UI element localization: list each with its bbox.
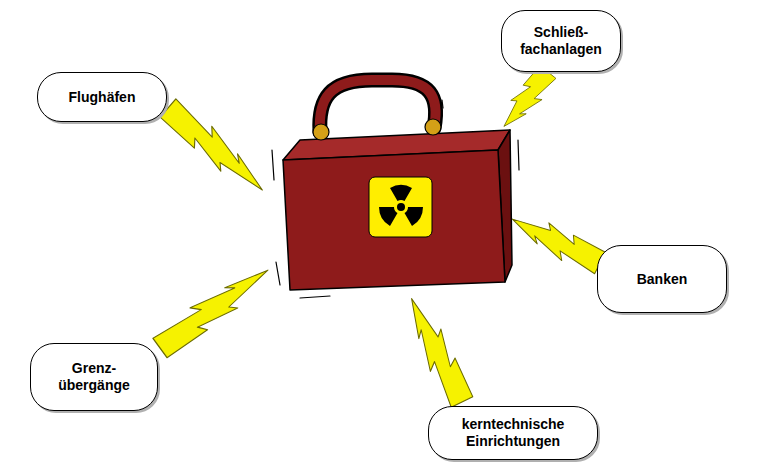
box-content: Schließ- fachanlagen (512, 24, 610, 58)
box-label: kerntechnische Einrichtungen (439, 416, 587, 450)
lightning-bolt (506, 207, 606, 276)
location-box: kerntechnische Einrichtungen (428, 406, 598, 460)
box-content: Banken (637, 271, 688, 288)
lightning-bolt (151, 258, 275, 359)
lightning-bolts (151, 65, 606, 409)
box-label: Flughäfen (69, 89, 136, 106)
box-content: kerntechnische Einrichtungen (439, 416, 587, 450)
box-label: Banken (637, 271, 688, 288)
briefcase (272, 80, 519, 298)
motion-strokes (272, 100, 519, 298)
box-label: Schließ- fachanlagen (512, 24, 610, 58)
location-box: Grenz- übergänge (30, 343, 158, 411)
location-box: Banken (597, 245, 727, 313)
box-content: Flughäfen (69, 89, 136, 106)
lightning-bolt (495, 65, 558, 134)
box-content: Grenz- übergänge (41, 360, 147, 394)
lightning-bolt (398, 293, 474, 409)
box-label: Grenz- übergänge (41, 360, 147, 394)
location-box: Flughäfen (37, 72, 167, 122)
location-box: Schließ- fachanlagen (501, 10, 621, 72)
lightning-bolt (159, 97, 272, 200)
radiation-symbol (379, 185, 423, 226)
